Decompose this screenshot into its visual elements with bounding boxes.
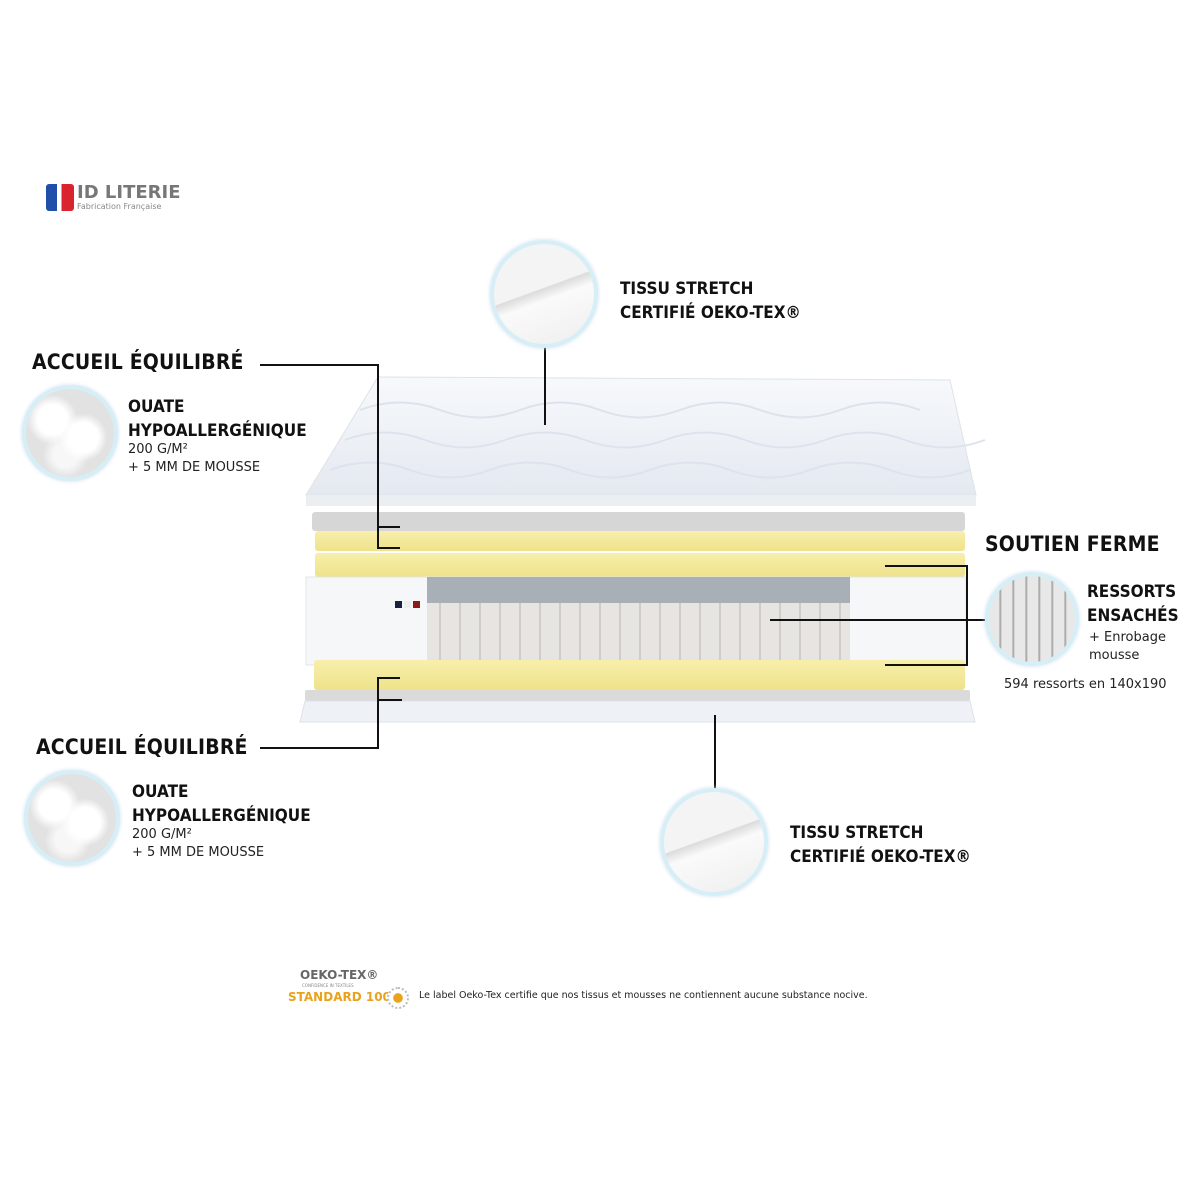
top-fabric-title-2: CERTIFIÉ OEKO-TEX® [620,303,801,323]
top-foam-layer-2 [315,553,965,577]
bottom-comfort-heading: ACCUEIL ÉQUILIBRÉ [36,735,248,759]
bottom-comfort-detail2: + 5 MM DE MOUSSE [132,845,265,860]
bottom-fabric-title-2: CERTIFIÉ OEKO-TEX® [790,847,971,867]
support-detail1: + Enrobage [1089,630,1166,645]
core-top-band [395,601,402,608]
core-flag-white [404,601,411,608]
bottom-fabric-title-1: TISSU STRETCH [790,823,924,843]
core-flag-red [413,601,420,608]
top-comfort-detail2: + 5 MM DE MOUSSE [128,460,261,475]
support-detail2: mousse [1089,648,1140,663]
support-line1: RESSORTS [1087,582,1177,602]
oeko-tex-flower-icon [387,987,409,1009]
top-foam-layer-1 [315,531,965,551]
top-comfort-line2: HYPOALLERGÉNIQUE [128,421,307,441]
bottom-comfort-line2: HYPOALLERGÉNIQUE [132,806,311,826]
bottom-wadding-detail-image [24,770,120,866]
spring-pockets [439,603,841,665]
bottom-comfort-line1: OUATE [132,782,189,802]
oeko-tex-logo-standard: STANDARD 100 [288,990,391,1004]
spring-count: 594 ressorts en 140x190 [1004,677,1167,692]
foam-encasement-band [427,577,850,603]
support-heading: SOUTIEN FERME [985,532,1160,556]
support-line2: ENSACHÉS [1087,606,1179,626]
top-fabric-edge [306,495,976,506]
bottom-fabric-panel [299,700,976,723]
top-fabric-detail-image [490,240,598,348]
top-comfort-heading: ACCUEIL ÉQUILIBRÉ [32,350,244,374]
top-comfort-detail1: 200 G/M² [128,442,188,457]
oeko-tex-logo-tagline: CONFIDENCE IN TEXTILES [302,983,354,988]
springs-detail-image [985,572,1079,666]
oeko-tex-logo-title: OEKO-TEX® [300,968,379,982]
leader-lines [260,345,985,790]
brand-tagline: Fabrication Française [77,202,162,211]
quilting-pattern [329,401,986,479]
oeko-tex-logo: OEKO-TEX® CONFIDENCE IN TEXTILES STANDAR… [288,968,410,1012]
brand-name: ID LITERIE [77,182,181,203]
bottom-fabric-detail-image [660,788,768,896]
bottom-foam-layer [314,660,965,690]
top-fabric-title-1: TISSU STRETCH [620,279,754,299]
top-wadding-layer [312,512,965,531]
pocket-springs [427,603,850,665]
oeko-tex-note: Le label Oeko-Tex certifie que nos tissu… [419,990,868,1001]
top-wadding-detail-image [22,385,118,481]
flag-logo-icon [46,184,74,211]
bottom-comfort-detail1: 200 G/M² [132,827,192,842]
top-fabric-panel [305,376,977,496]
bottom-wadding-layer [305,690,970,701]
top-comfort-line1: OUATE [128,397,185,417]
